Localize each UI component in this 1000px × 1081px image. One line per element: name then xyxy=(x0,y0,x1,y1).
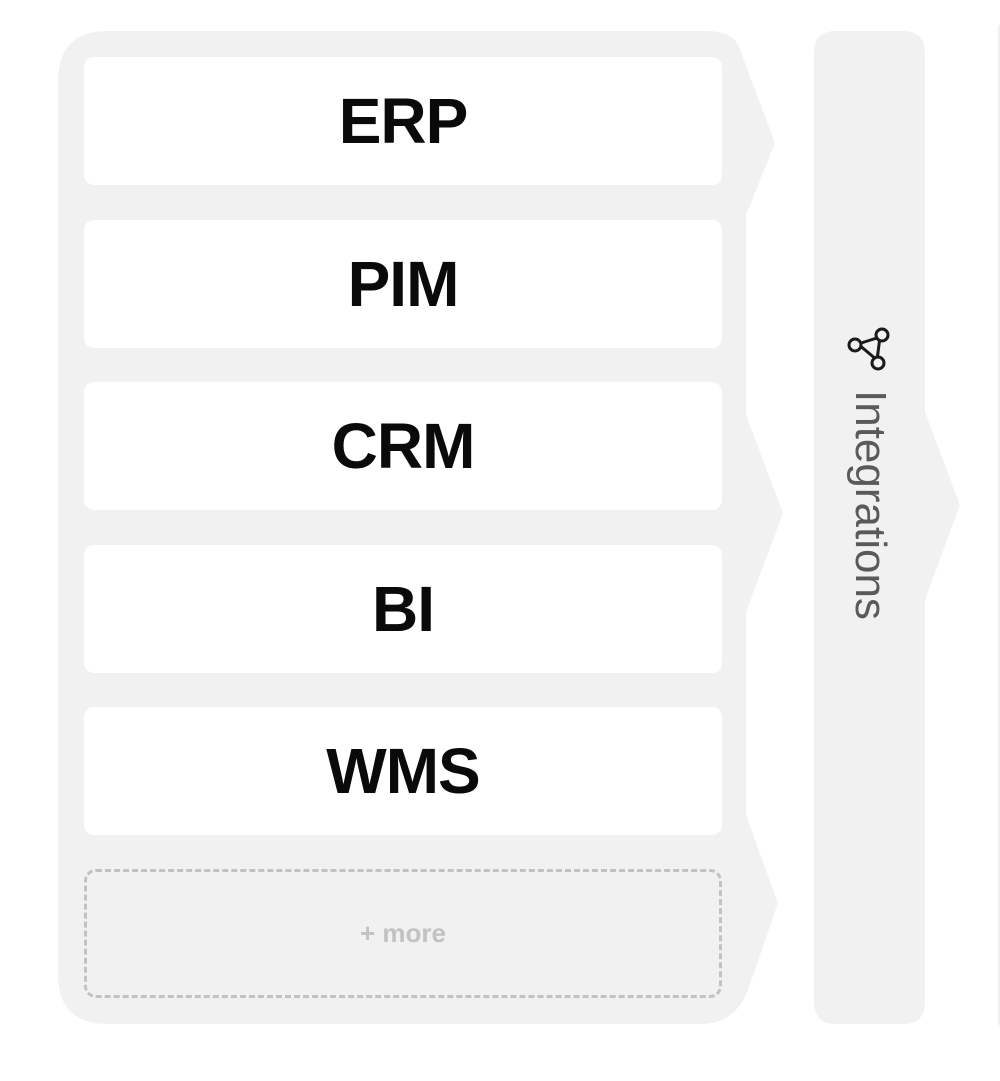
system-card-pim[interactable]: PIM xyxy=(84,220,722,348)
system-card-crm[interactable]: CRM xyxy=(84,382,722,510)
system-card-label: WMS xyxy=(326,735,480,807)
system-card-erp[interactable]: ERP xyxy=(84,57,722,185)
add-more-label: + more xyxy=(360,918,446,948)
system-card-label: CRM xyxy=(331,410,476,482)
add-more-placeholder[interactable]: + more xyxy=(84,869,722,998)
system-card-wms[interactable]: WMS xyxy=(84,707,722,835)
system-card-bi[interactable]: BI xyxy=(84,545,722,673)
integrations-bar xyxy=(814,31,960,1024)
integrations-label: Integrations xyxy=(846,390,895,620)
system-card-label: PIM xyxy=(347,248,460,320)
nodes-network-icon xyxy=(847,327,890,371)
integrations-heading: Integrations xyxy=(842,320,898,620)
next-column-edge xyxy=(998,25,1000,1025)
system-card-label: ERP xyxy=(338,85,469,157)
system-card-label: BI xyxy=(372,573,435,645)
